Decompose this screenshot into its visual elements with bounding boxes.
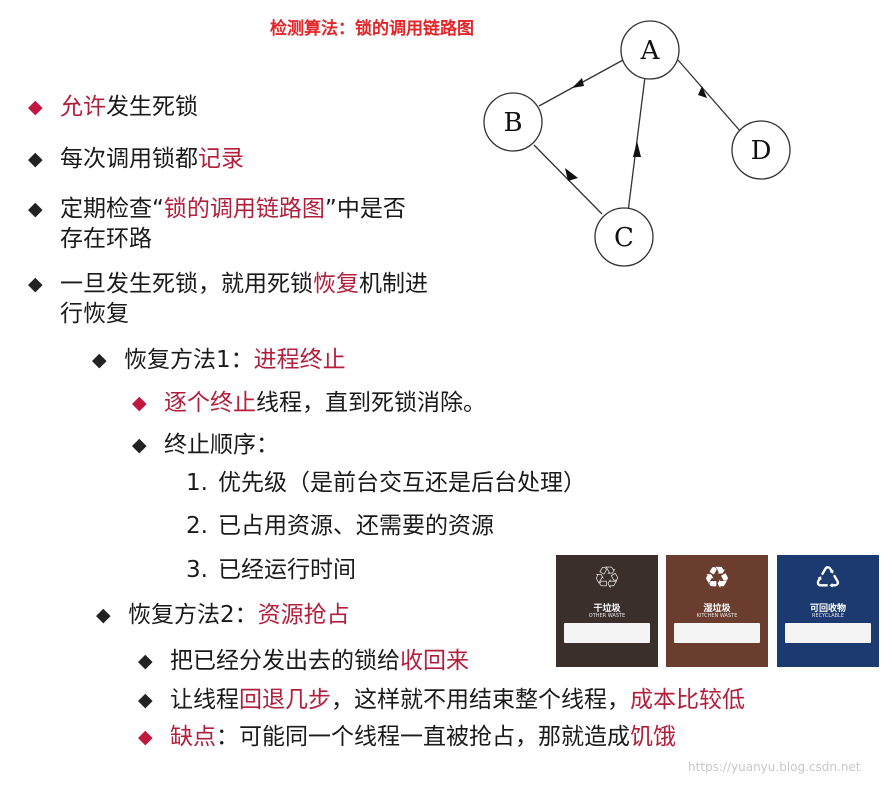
diamond-icon: ◆: [92, 349, 107, 371]
node-d: D: [731, 120, 791, 180]
diamond-icon: ◆: [28, 273, 43, 295]
food-waste-icon: ♻: [703, 561, 731, 596]
bullet-record-calls: ◆每次调用锁都记录: [28, 146, 244, 172]
edge-b-a-arrow: [572, 78, 584, 88]
bin-name-en: KITCHEN WASTE: [696, 613, 738, 619]
edge-c-a-arrow: [633, 141, 641, 157]
order-item-2: 2.已占用资源、还需要的资源: [186, 513, 494, 539]
svg-text:D: D: [751, 136, 772, 166]
order-item-1: 1.优先级（是前台交互还是后台处理）: [186, 470, 586, 496]
waste-bins-image: ♲ 干垃圾 OTHER WASTE ♻ 湿垃圾 KITCHEN WASTE ♺ …: [556, 555, 882, 667]
recycle-icon: ♲: [593, 561, 621, 596]
node-c: C: [594, 207, 654, 267]
diamond-icon: ◆: [138, 650, 153, 672]
watermark: https://yuanyu.blog.csdn.net: [688, 760, 861, 774]
svg-text:B: B: [503, 108, 522, 138]
diamond-icon: ◆: [138, 726, 153, 748]
svg-text:C: C: [614, 223, 634, 253]
diamond-icon: ◆: [28, 148, 43, 170]
diamond-icon: ◆: [132, 434, 147, 456]
bin-name: 干垃圾: [593, 604, 621, 614]
diamond-icon: ◆: [96, 604, 111, 626]
edge-a-d-arrow: [698, 86, 707, 98]
bin-items-strip: [674, 623, 760, 643]
bin-items-strip: [785, 623, 871, 643]
method2-sub3: ◆缺点：可能同一个线程一直被抢占，那就造成饥饿: [138, 724, 676, 750]
svg-text:A: A: [640, 36, 661, 66]
bin-kitchen-waste: ♻ 湿垃圾 KITCHEN WASTE: [666, 555, 768, 667]
bullet-recover: ◆一旦发生死锁，就用死锁恢复机制进: [28, 271, 428, 297]
bullet-check-graph: ◆定期检查“锁的调用链路图”中是否: [28, 196, 406, 222]
diamond-icon: ◆: [28, 96, 43, 118]
bin-other-waste: ♲ 干垃圾 OTHER WASTE: [556, 555, 658, 667]
method1-sub1: ◆逐个终止线程，直到死锁消除。: [132, 390, 486, 416]
bin-footer: [556, 649, 658, 659]
diamond-icon: ◆: [132, 392, 147, 414]
bin-name: 可回收物: [809, 604, 846, 614]
bin-name: 湿垃圾: [703, 604, 731, 614]
node-a: A: [620, 20, 680, 80]
page-title: 检测算法：锁的调用链路图: [270, 19, 474, 39]
bin-name-en: RECYCLABLE: [811, 613, 844, 619]
edge-b-c-arrow: [565, 168, 578, 181]
lock-call-graph: A B C D: [483, 20, 791, 267]
method2-sub1: ◆把已经分发出去的锁给收回来: [138, 648, 469, 674]
bin-footer: [777, 649, 879, 659]
diamond-icon: ◆: [138, 689, 153, 711]
recycle-icon: ♺: [814, 561, 842, 596]
bin-name-en: OTHER WASTE: [588, 613, 626, 619]
bullet-check-graph-cont: 存在环路: [60, 226, 152, 252]
bullet-recover-cont: 行恢复: [60, 301, 129, 327]
bin-footer: [666, 649, 768, 659]
diamond-icon: ◆: [28, 198, 43, 220]
bin-recyclable: ♺ 可回收物 RECYCLABLE: [777, 555, 879, 667]
edge-a-d: [677, 59, 742, 133]
order-item-3: 3.已经运行时间: [186, 557, 356, 583]
node-b: B: [483, 92, 543, 152]
method1-heading: ◆恢复方法1：进程终止: [92, 347, 346, 373]
method1-sub2: ◆终止顺序：: [132, 432, 279, 458]
method2-heading: ◆恢复方法2：资源抢占: [96, 602, 350, 628]
bullet-allow-deadlock: ◆允许发生死锁: [28, 94, 198, 120]
bin-items-strip: [564, 623, 650, 643]
method2-sub2: ◆让线程回退几步，这样就不用结束整个线程，成本比较低: [138, 687, 745, 713]
